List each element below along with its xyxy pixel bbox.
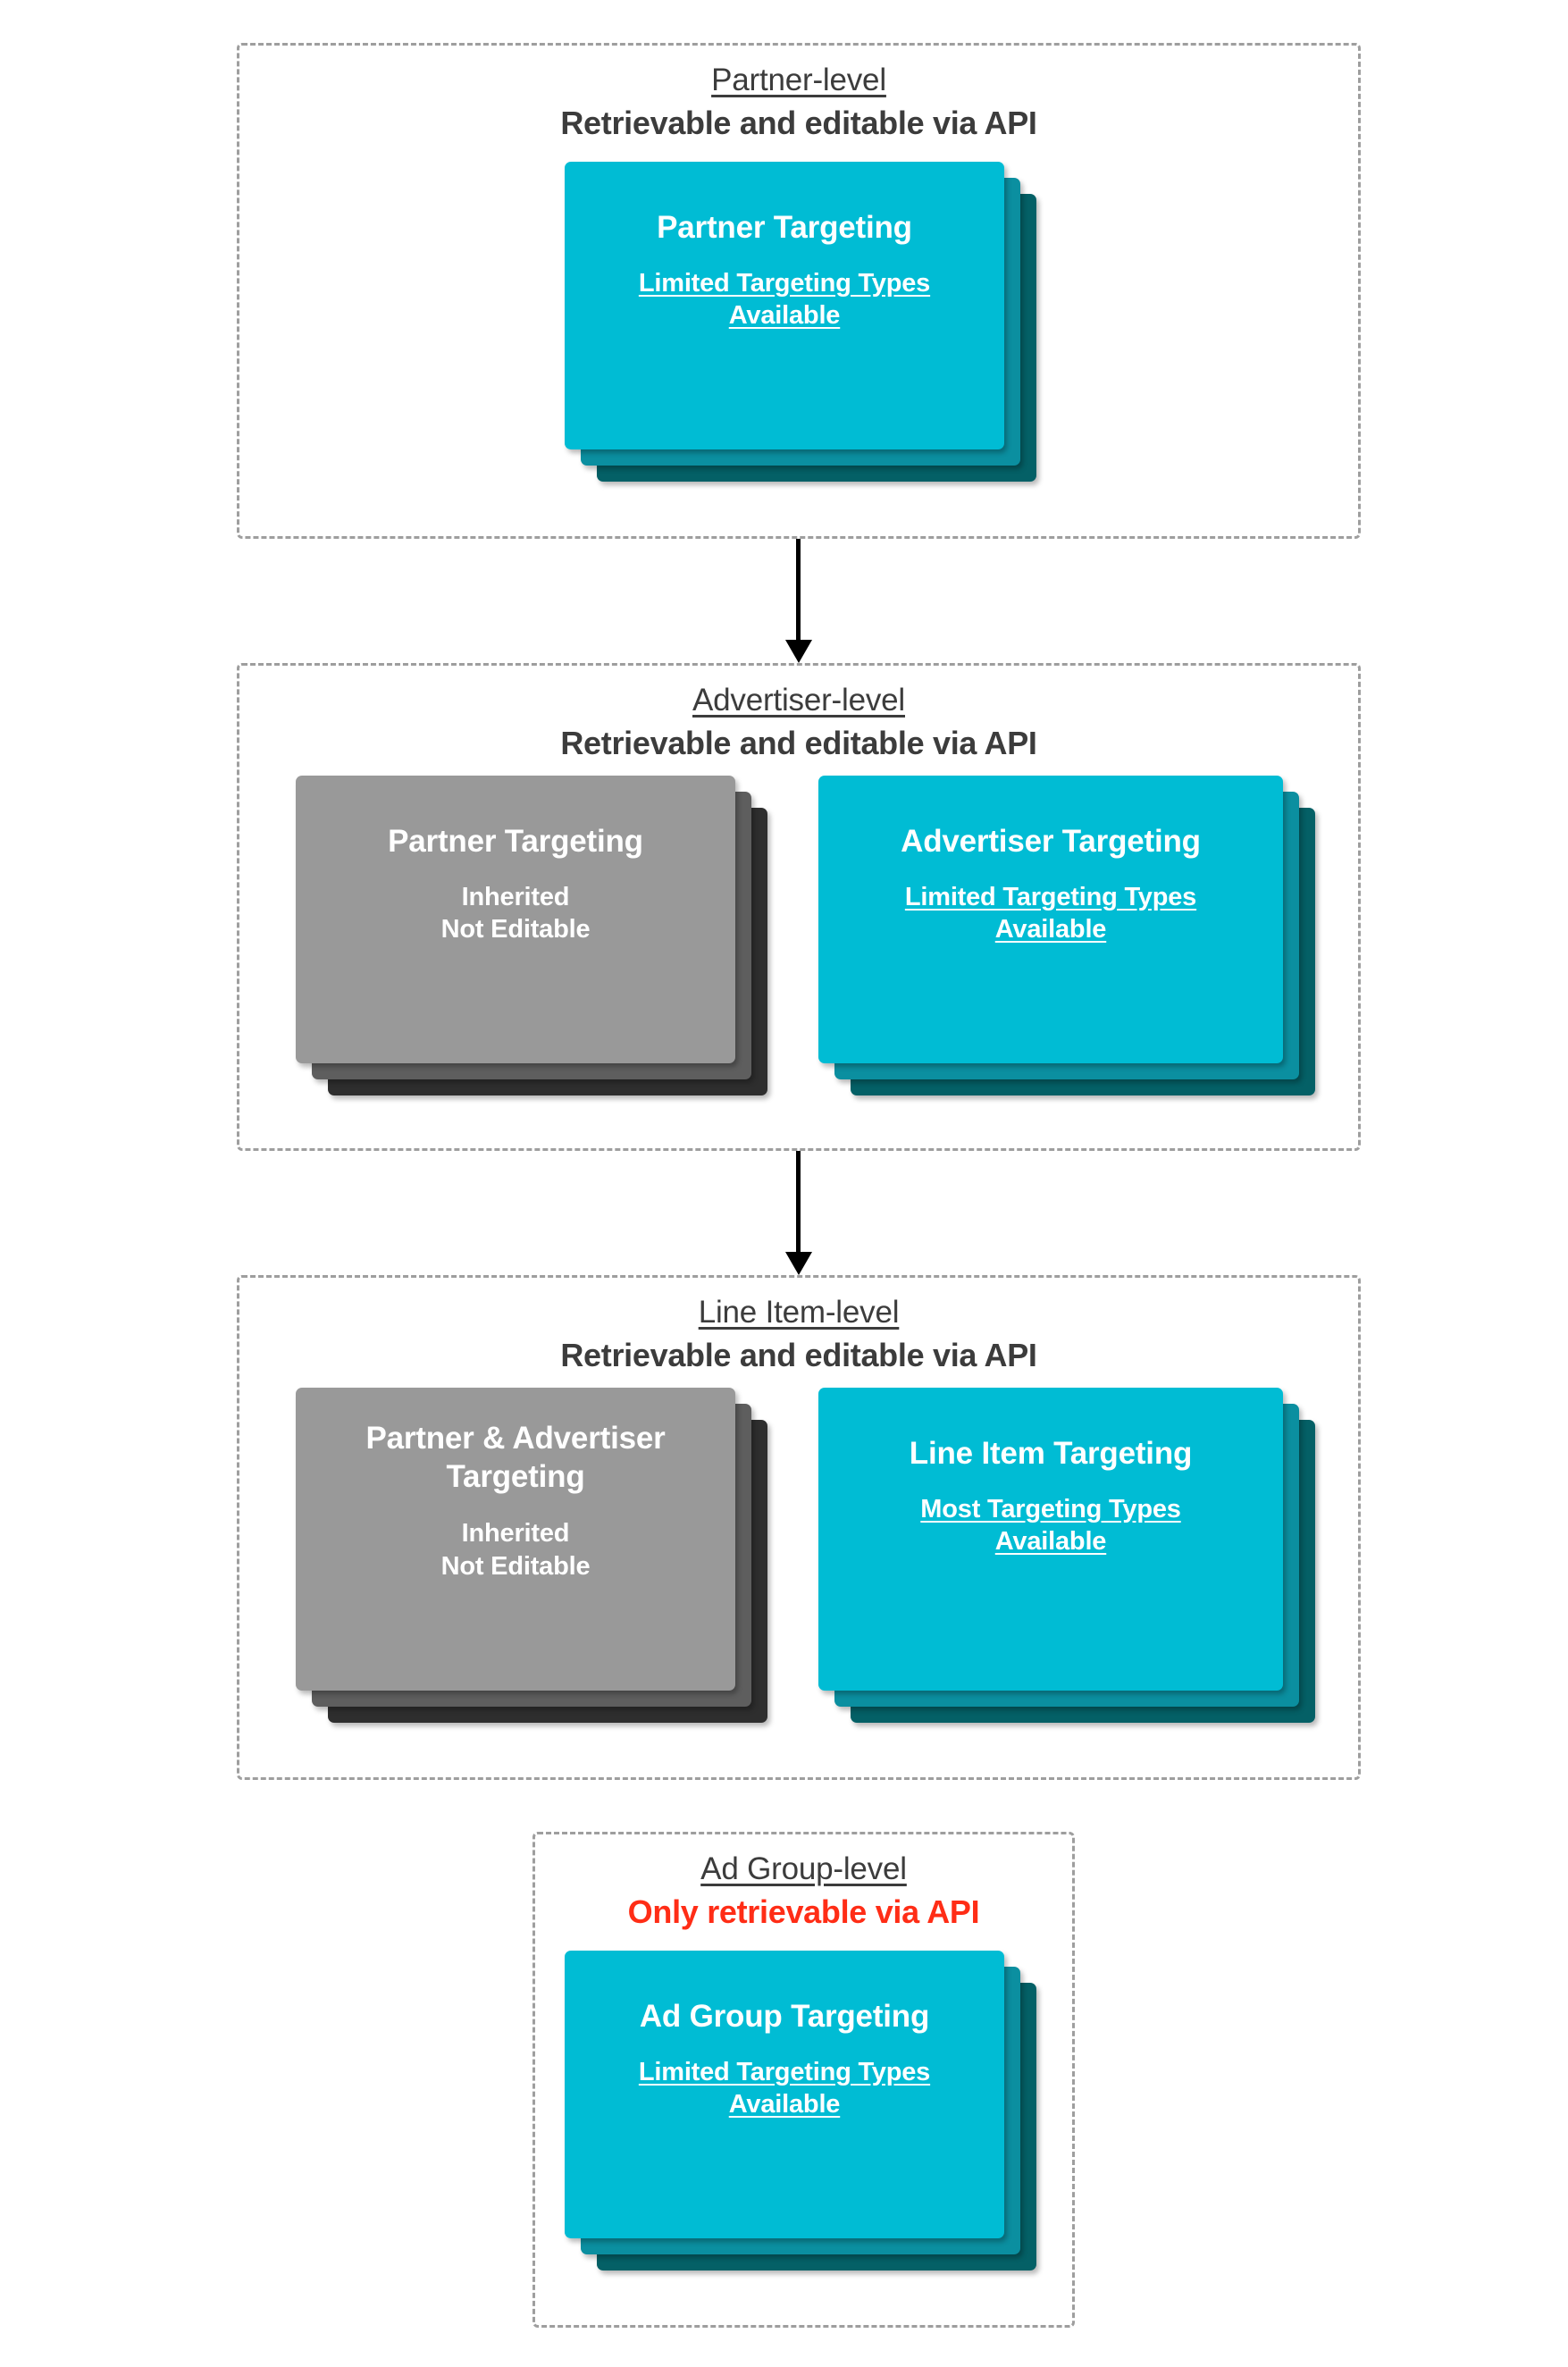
arrow-head-icon [785,1252,812,1275]
level-heading-line-item: Line Item-level Retrievable and editable… [239,1294,1358,1375]
level-container-partner: Partner-level Retrievable and editable v… [237,43,1361,539]
card-body: Ad Group Targeting Limited Targeting Typ… [565,1998,1004,2120]
card-stack-partner-advertiser-targeting-inherited[interactable]: Partner & Advertiser Targeting Inherited… [296,1388,767,1723]
card-title-partner-targeting-inherited: Partner Targeting [388,824,643,859]
card-title-ad-group-targeting: Ad Group Targeting [639,1999,930,2034]
arrow-shaft [796,1151,801,1252]
card-body: Partner Targeting Inherited Not Editable [296,823,735,945]
card-body: Advertiser Targeting Limited Targeting T… [818,823,1283,945]
arrow-head-icon [785,640,812,663]
card-note-ad-group-targeting: Limited Targeting Types Available [638,2057,931,2119]
card-stack-ad-group-targeting[interactable]: Ad Group Targeting Limited Targeting Typ… [565,1951,1036,2270]
arrow-advertiser-to-line-item [781,1151,817,1275]
card-title-line-item-targeting: Line Item Targeting [909,1436,1193,1471]
card-layer-front: Line Item Targeting Most Targeting Types… [818,1388,1283,1691]
level-container-advertiser: Advertiser-level Retrievable and editabl… [237,663,1361,1151]
arrow-partner-to-advertiser [781,539,817,663]
level-title-ad-group: Ad Group-level [700,1851,907,1886]
card-layer-front: Advertiser Targeting Limited Targeting T… [818,776,1283,1063]
card-title-partner-targeting: Partner Targeting [657,210,912,245]
card-title-partner-advertiser-targeting-inherited: Partner & Advertiser Targeting [365,1421,666,1494]
level-subtitle-advertiser: Retrievable and editable via API [560,724,1037,761]
card-stack-partner-targeting[interactable]: Partner Targeting Limited Targeting Type… [565,162,1036,482]
level-title-line-item: Line Item-level [698,1295,900,1330]
card-body: Line Item Targeting Most Targeting Types… [818,1435,1283,1557]
card-stack-advertiser-targeting[interactable]: Advertiser Targeting Limited Targeting T… [818,776,1315,1095]
level-heading-advertiser: Advertiser-level Retrievable and editabl… [239,682,1358,763]
card-note-line-item-targeting: Most Targeting Types Available [920,1494,1181,1556]
level-subtitle-line-item: Retrievable and editable via API [560,1336,1037,1373]
card-layer-front: Partner & Advertiser Targeting Inherited… [296,1388,735,1691]
level-heading-ad-group: Ad Group-level Only retrievable via API [535,1851,1072,1932]
card-layer-front: Ad Group Targeting Limited Targeting Typ… [565,1951,1004,2238]
card-stack-line-item-targeting[interactable]: Line Item Targeting Most Targeting Types… [818,1388,1315,1723]
level-subtitle-ad-group: Only retrievable via API [627,1893,980,1930]
card-title-advertiser-targeting: Advertiser Targeting [901,824,1201,859]
arrow-shaft [796,539,801,640]
level-title-advertiser: Advertiser-level [692,683,905,718]
card-stack-partner-targeting-inherited[interactable]: Partner Targeting Inherited Not Editable [296,776,767,1095]
level-subtitle-partner: Retrievable and editable via API [560,104,1037,141]
card-note-partner-advertiser-targeting-inherited: Inherited Not Editable [440,1519,591,1581]
card-layer-front: Partner Targeting Inherited Not Editable [296,776,735,1063]
card-note-partner-targeting-inherited: Inherited Not Editable [440,882,591,944]
card-body: Partner Targeting Limited Targeting Type… [565,209,1004,332]
card-note-partner-targeting: Limited Targeting Types Available [638,268,931,330]
card-layer-front: Partner Targeting Limited Targeting Type… [565,162,1004,449]
level-container-ad-group: Ad Group-level Only retrievable via API … [532,1832,1075,2328]
card-body: Partner & Advertiser Targeting Inherited… [296,1420,735,1582]
level-heading-partner: Partner-level Retrievable and editable v… [239,62,1358,143]
level-container-line-item: Line Item-level Retrievable and editable… [237,1275,1361,1780]
card-note-advertiser-targeting: Limited Targeting Types Available [904,882,1197,944]
level-title-partner: Partner-level [711,63,886,97]
